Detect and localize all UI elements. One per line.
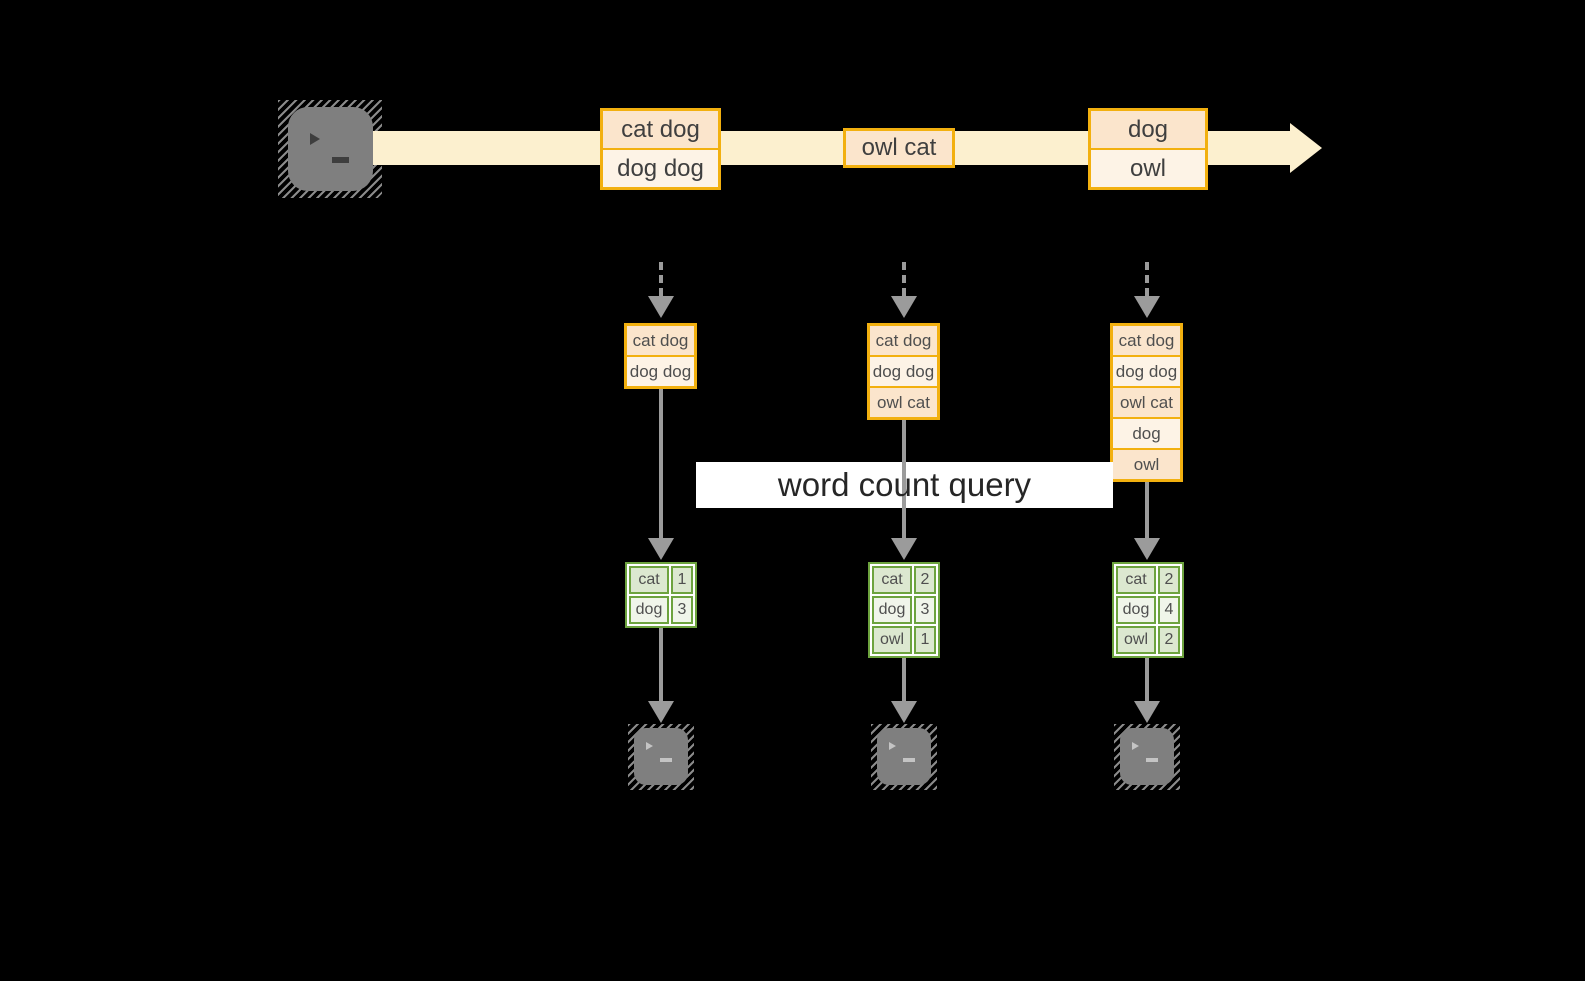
count-table: cat 1 dog 3 [625, 562, 697, 628]
count-value: 2 [914, 566, 936, 594]
task-buffer: cat dog dog dog owl cat [867, 323, 940, 420]
prompt-chevron-icon [1132, 742, 1139, 750]
ingest-arrow [648, 262, 674, 318]
count-table: cat 2 dog 4 owl 2 [1112, 562, 1184, 658]
task-buffer: cat dog dog dog [624, 323, 697, 389]
count-value: 1 [671, 566, 693, 594]
buffer-record: owl cat [1113, 386, 1180, 417]
stream-event-box: owl cat [843, 128, 955, 168]
process-arrow [648, 389, 674, 560]
buffer-record: dog dog [870, 355, 937, 386]
count-word: cat [1116, 566, 1156, 594]
prompt-underscore-icon [903, 758, 915, 762]
count-row: dog 3 [872, 596, 936, 624]
count-word: dog [629, 596, 669, 624]
count-value: 4 [1158, 596, 1180, 624]
count-word: owl [1116, 626, 1156, 654]
count-value: 3 [914, 596, 936, 624]
stream-event-record: owl [1091, 148, 1205, 187]
buffer-record: cat dog [1113, 326, 1180, 355]
output-arrow [891, 658, 917, 723]
prompt-chevron-icon [646, 742, 653, 750]
count-value: 1 [914, 626, 936, 654]
count-table: cat 2 dog 3 owl 1 [868, 562, 940, 658]
stream-event-box: cat dog dog dog [600, 108, 721, 190]
count-row: owl 2 [1116, 626, 1180, 654]
stream-event-record: dog dog [603, 148, 718, 187]
count-value: 2 [1158, 626, 1180, 654]
stream-event-record: owl cat [846, 131, 952, 165]
count-row: owl 1 [872, 626, 936, 654]
prompt-underscore-icon [660, 758, 672, 762]
count-row: dog 3 [629, 596, 693, 624]
stream-arrowhead-icon [1290, 123, 1322, 173]
count-word: cat [872, 566, 912, 594]
prompt-chevron-icon [889, 742, 896, 750]
count-value: 3 [671, 596, 693, 624]
buffer-record: dog dog [627, 355, 694, 386]
buffer-record: owl cat [870, 386, 937, 417]
count-row: dog 4 [1116, 596, 1180, 624]
prompt-chevron-icon [310, 133, 320, 145]
count-word: owl [872, 626, 912, 654]
ingest-arrow [891, 262, 917, 318]
ingest-arrow [1134, 262, 1160, 318]
buffer-record: cat dog [870, 326, 937, 355]
buffer-record: owl [1113, 448, 1180, 479]
stream-event-record: cat dog [603, 111, 718, 148]
buffer-record: dog [1113, 417, 1180, 448]
count-value: 2 [1158, 566, 1180, 594]
count-row: cat 2 [872, 566, 936, 594]
stream-event-box: dog owl [1088, 108, 1208, 190]
process-arrow [1134, 482, 1160, 560]
terminal-prompt-icon [288, 107, 373, 191]
count-word: cat [629, 566, 669, 594]
query-label: word count query [777, 466, 1032, 503]
prompt-underscore-icon [1146, 758, 1158, 762]
prompt-underscore-icon [332, 157, 349, 163]
buffer-record: cat dog [627, 326, 694, 355]
task-buffer: cat dog dog dog owl cat dog owl [1110, 323, 1183, 482]
terminal-prompt-icon [877, 728, 931, 785]
count-row: cat 2 [1116, 566, 1180, 594]
output-arrow [648, 628, 674, 723]
count-word: dog [1116, 596, 1156, 624]
terminal-prompt-icon [1120, 728, 1174, 785]
stream-event-record: dog [1091, 111, 1205, 148]
terminal-prompt-icon [634, 728, 688, 785]
count-row: cat 1 [629, 566, 693, 594]
process-arrow [891, 420, 917, 560]
count-word: dog [872, 596, 912, 624]
output-arrow [1134, 658, 1160, 723]
buffer-record: dog dog [1113, 355, 1180, 386]
